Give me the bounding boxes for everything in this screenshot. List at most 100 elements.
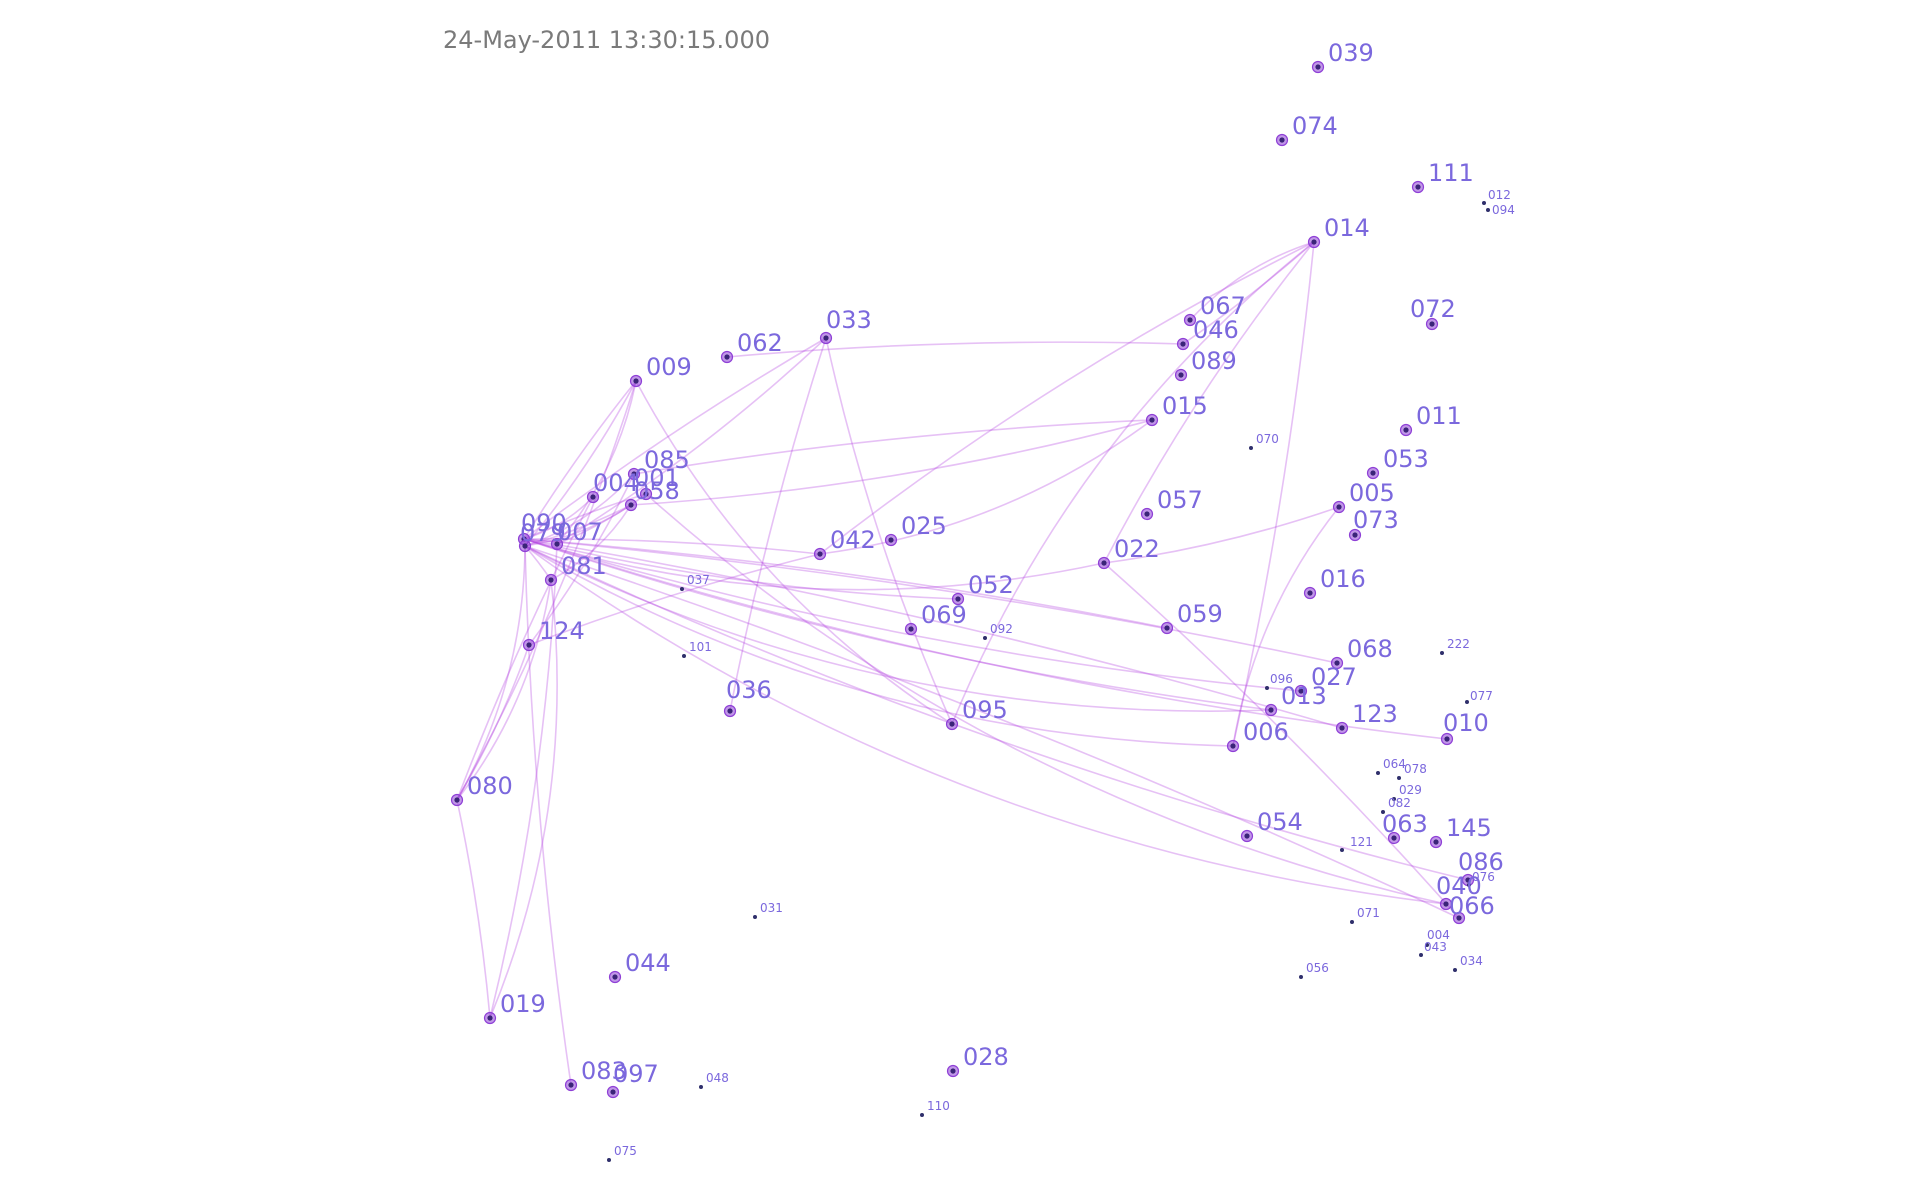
node-033[interactable] — [819, 331, 833, 345]
node-label-044: 044 — [625, 949, 671, 977]
node-label-097: 097 — [613, 1060, 659, 1088]
node-label-012: 012 — [1488, 188, 1511, 202]
edge-022-005 — [1103, 506, 1340, 564]
node-096[interactable] — [1265, 686, 1269, 690]
node-062[interactable] — [720, 350, 734, 364]
node-011[interactable] — [1399, 423, 1413, 437]
node-label-031: 031 — [760, 901, 783, 915]
node-label-123: 123 — [1352, 700, 1398, 728]
node-037[interactable] — [680, 587, 684, 591]
node-009[interactable] — [629, 374, 643, 388]
edge-080-124 — [456, 644, 530, 801]
node-013[interactable] — [1264, 703, 1278, 717]
node-label-089: 089 — [1191, 347, 1237, 375]
node-145[interactable] — [1429, 835, 1443, 849]
node-068[interactable] — [1330, 656, 1344, 670]
node-006[interactable] — [1226, 739, 1240, 753]
node-073[interactable] — [1348, 528, 1362, 542]
node-label-042: 042 — [830, 526, 876, 554]
node-010[interactable] — [1440, 732, 1454, 746]
node-089[interactable] — [1174, 368, 1188, 382]
node-094[interactable] — [1486, 208, 1490, 212]
node-014[interactable] — [1307, 235, 1321, 249]
node-label-025: 025 — [901, 512, 947, 540]
node-034[interactable] — [1453, 968, 1457, 972]
node-052[interactable] — [951, 592, 965, 606]
node-083[interactable] — [564, 1078, 578, 1092]
node-label-029: 029 — [1399, 783, 1422, 797]
edge-042-015 — [819, 419, 1153, 555]
node-080[interactable] — [450, 793, 464, 807]
node-123[interactable] — [1335, 721, 1349, 735]
node-029[interactable] — [1392, 797, 1396, 801]
node-046[interactable] — [1176, 337, 1190, 351]
node-044[interactable] — [608, 970, 622, 984]
node-005[interactable] — [1332, 500, 1346, 514]
node-004[interactable] — [586, 490, 600, 504]
node-082[interactable] — [1381, 810, 1385, 814]
node-110[interactable] — [920, 1113, 924, 1117]
node-028[interactable] — [946, 1064, 960, 1078]
edge-079-085 — [524, 473, 635, 547]
node-063[interactable] — [1387, 831, 1401, 845]
node-078[interactable] — [1397, 776, 1401, 780]
node-016[interactable] — [1303, 586, 1317, 600]
node-121[interactable] — [1340, 848, 1344, 852]
node-054[interactable] — [1240, 829, 1254, 843]
node-004[interactable] — [1425, 943, 1429, 947]
edge-080-019 — [456, 799, 491, 1019]
node-059[interactable] — [1160, 621, 1174, 635]
node-label-034: 034 — [1460, 954, 1483, 968]
node-111[interactable] — [1411, 180, 1425, 194]
node-042[interactable] — [813, 547, 827, 561]
node-label-075: 075 — [614, 1144, 637, 1158]
node-031[interactable] — [753, 915, 757, 919]
node-222[interactable] — [1440, 651, 1444, 655]
node-064[interactable] — [1376, 771, 1380, 775]
node-043[interactable] — [1419, 953, 1423, 957]
node-077[interactable] — [1465, 700, 1469, 704]
node-086[interactable] — [1461, 873, 1475, 887]
node-019[interactable] — [483, 1011, 497, 1025]
node-095[interactable] — [945, 717, 959, 731]
node-124[interactable] — [522, 638, 536, 652]
node-048[interactable] — [699, 1085, 703, 1089]
node-015[interactable] — [1145, 413, 1159, 427]
node-057[interactable] — [1140, 507, 1154, 521]
edge-090-013 — [523, 538, 1272, 711]
node-036[interactable] — [723, 704, 737, 718]
node-081[interactable] — [544, 573, 558, 587]
node-066[interactable] — [1452, 911, 1466, 925]
edge-062-046 — [726, 341, 1184, 358]
node-039[interactable] — [1311, 60, 1325, 74]
node-101[interactable] — [682, 654, 686, 658]
node-069[interactable] — [904, 622, 918, 636]
node-067[interactable] — [1183, 313, 1197, 327]
node-056[interactable] — [1299, 975, 1303, 979]
node-092[interactable] — [983, 636, 987, 640]
node-025[interactable] — [884, 533, 898, 547]
node-053[interactable] — [1366, 466, 1380, 480]
node-074[interactable] — [1275, 133, 1289, 147]
node-027[interactable] — [1294, 684, 1308, 698]
node-071[interactable] — [1350, 920, 1354, 924]
node-058[interactable] — [624, 498, 638, 512]
node-001[interactable] — [639, 487, 653, 501]
edge-079-013 — [524, 545, 1272, 712]
node-072[interactable] — [1425, 317, 1439, 331]
node-085[interactable] — [627, 467, 641, 481]
node-label-064: 064 — [1383, 757, 1406, 771]
node-label-058: 058 — [634, 477, 680, 505]
node-079[interactable] — [518, 539, 532, 553]
node-012[interactable] — [1482, 201, 1486, 205]
node-label-080: 080 — [467, 772, 513, 800]
node-075[interactable] — [607, 1158, 611, 1162]
node-label-052: 052 — [968, 571, 1014, 599]
node-076[interactable] — [1467, 883, 1471, 887]
node-070[interactable] — [1249, 446, 1253, 450]
node-097[interactable] — [606, 1085, 620, 1099]
node-022[interactable] — [1097, 556, 1111, 570]
node-040[interactable] — [1439, 897, 1453, 911]
node-label-014: 014 — [1324, 214, 1370, 242]
node-007[interactable] — [550, 537, 564, 551]
